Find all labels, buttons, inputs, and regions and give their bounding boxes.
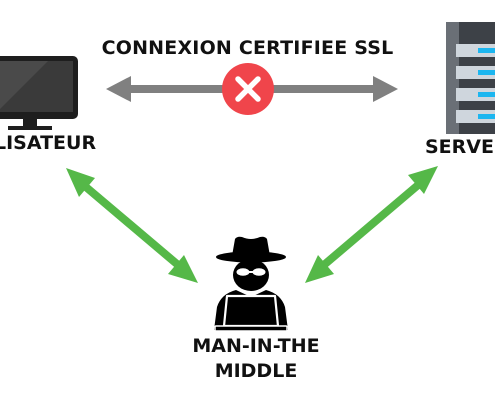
server-mitm-arrow-head-top [408,166,438,194]
ssl-arrow-right-head [373,76,398,102]
user-mitm-arrow-head-top [66,168,95,197]
user-label: LISATEUR [0,132,97,154]
close-circle-icon [222,63,274,115]
server-mitm-arrow-shaft [315,176,427,274]
server-rack-icon [446,22,495,134]
user-mitm-arrow-head-bottom [168,255,198,283]
monitor-icon [0,56,78,130]
user-mitm-arrow [66,168,198,283]
ssl-arrow-left-head [106,76,131,102]
diagram-title: CONNEXION CERTIFIEE SSL [101,37,394,59]
user-mitm-arrow-shaft [77,178,187,274]
hacker-icon [214,236,288,332]
server-mitm-arrow-head-bottom [305,255,334,283]
mitm-label: MAN-IN-THE MIDDLE [192,335,320,382]
server-label: SERVE [425,136,494,158]
server-mitm-arrow [305,166,438,283]
